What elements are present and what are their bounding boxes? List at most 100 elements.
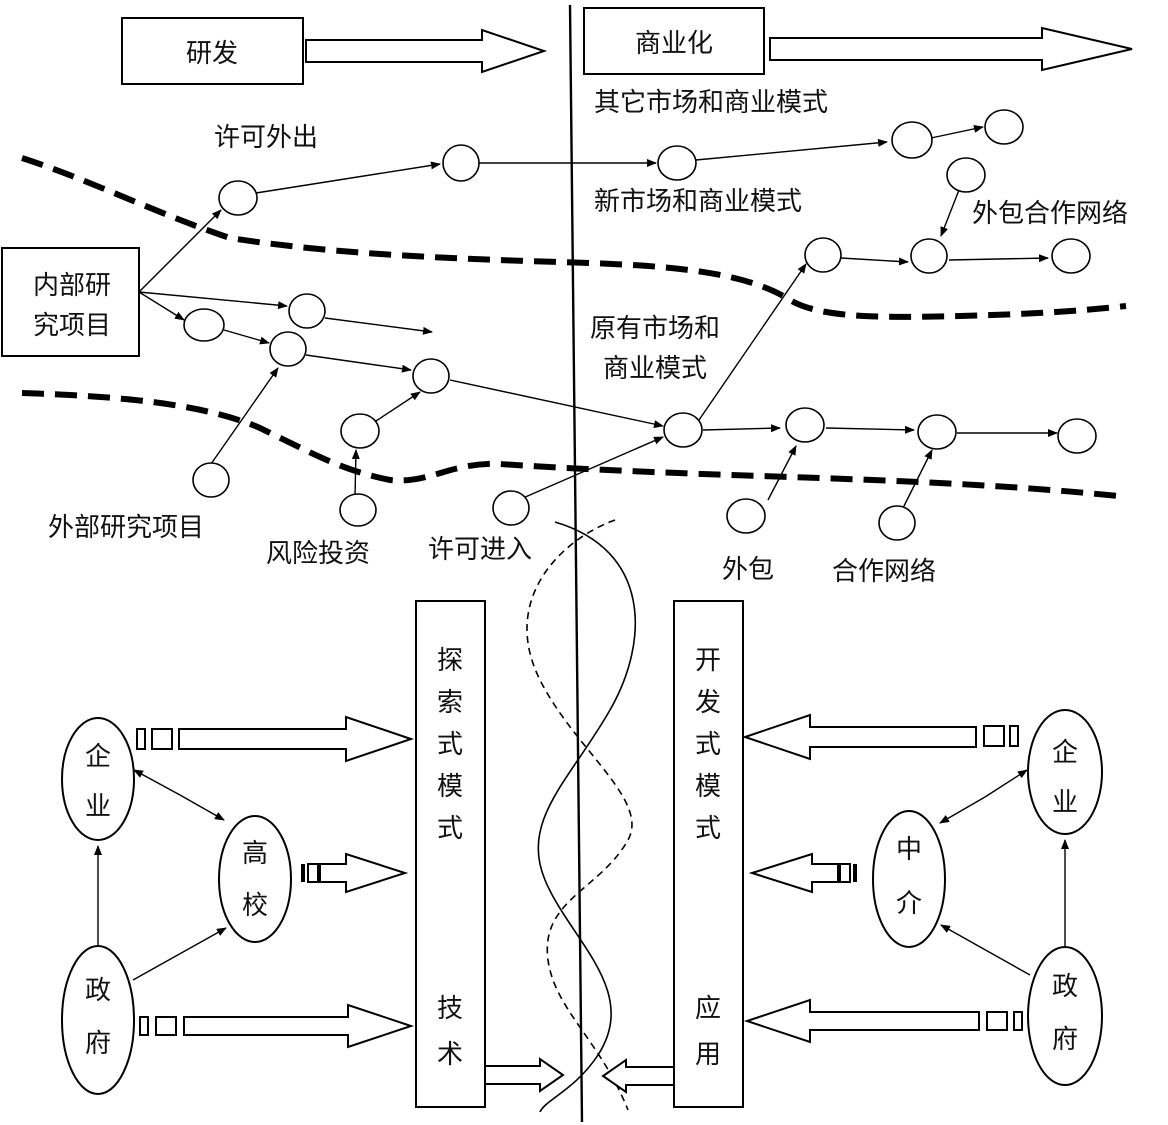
arrow-n3-to-n4 — [305, 354, 412, 373]
internal-project-box — [1, 247, 140, 357]
project-node — [891, 121, 933, 159]
right-government-char: 府 — [1052, 1025, 1078, 1055]
project-node — [726, 498, 766, 534]
arrow-internal-to-n1 — [138, 291, 288, 310]
left-enterprise-ellipse — [61, 717, 135, 841]
university-input-arrow — [319, 852, 409, 894]
exploratory-char: 索 — [437, 688, 463, 718]
research-label: 研发 — [186, 39, 238, 69]
arrow-tail-block — [155, 1016, 177, 1036]
arrow-n1-to-n2 — [825, 425, 915, 434]
right-intermediary-ellipse — [872, 810, 946, 948]
right-relations — [939, 769, 1069, 976]
arrow-tail-block — [139, 1016, 149, 1036]
right-government-ellipse — [1027, 946, 1103, 1086]
arrow-outsourcing-network-in — [940, 189, 960, 237]
internal-project-line1: 内部研 — [33, 271, 111, 301]
government-input-arrow-right — [743, 998, 980, 1044]
project-node — [269, 331, 307, 367]
exploratory-mode-box — [415, 600, 486, 1108]
arrow-tail-block — [839, 863, 851, 883]
technology-curve — [526, 519, 633, 1111]
left-relations — [94, 769, 227, 981]
left-enterprise-char: 企 — [85, 742, 111, 772]
arrow-newmarket-to-other — [695, 138, 888, 161]
arrow-internal-to-n2 — [138, 291, 185, 321]
exploratory-char: 模 — [437, 772, 463, 802]
arrow-n1-end — [324, 317, 433, 335]
arrow-tail-block — [301, 864, 305, 882]
development-char: 发 — [695, 688, 721, 718]
other-markets-label: 其它市场和商业模式 — [594, 88, 828, 118]
project-node — [339, 493, 377, 527]
left-university-char: 校 — [242, 891, 268, 921]
project-node — [910, 238, 948, 274]
arrow-n2-to-n3 — [223, 329, 270, 345]
arrow-n4-to-existing — [449, 379, 664, 429]
research-big-arrow — [305, 28, 548, 74]
license-in-label: 许可进入 — [428, 535, 532, 565]
development-char: 式 — [695, 730, 721, 760]
right-intermediary-char: 中 — [896, 835, 922, 865]
left-government-ellipse — [61, 945, 135, 1095]
enterprise-input-arrow-right — [741, 713, 977, 761]
arrow-tail-block — [136, 728, 146, 750]
project-node — [984, 109, 1024, 145]
exploratory-mode-text: 探 索 式 模 式 技 术 — [437, 646, 463, 1070]
arrow-existing-to-newmarket — [698, 263, 807, 421]
existing-markets-line1: 原有市场和 — [590, 314, 720, 344]
left-government-char: 府 — [85, 1029, 111, 1059]
arrow-internal-to-licenseout — [138, 209, 222, 293]
arrow-tail-block — [986, 1011, 1008, 1031]
project-node — [878, 505, 916, 541]
commercialization-label: 商业化 — [635, 29, 713, 59]
left-enterprise-char: 业 — [85, 792, 111, 822]
exploratory-char: 式 — [437, 730, 463, 760]
right-enterprise-char: 企 — [1052, 738, 1078, 768]
project-node — [492, 490, 530, 526]
arrow-gov-to-intermediary — [940, 924, 1031, 976]
license-out-label: 许可外出 — [214, 123, 318, 153]
exploratory-char: 探 — [437, 646, 463, 676]
enterprise-input-arrow — [178, 715, 415, 763]
development-char: 模 — [695, 772, 721, 802]
right-input-arrows — [741, 713, 1023, 1044]
arrow-to-enterprise-right — [984, 769, 1028, 798]
commercialization-box — [583, 7, 765, 75]
development-mode-box — [673, 600, 744, 1108]
right-enterprise-ellipse — [1027, 709, 1103, 835]
project-node — [917, 414, 957, 450]
center-divider-line — [568, 4, 584, 1123]
commercialization-big-arrow — [769, 26, 1133, 72]
application-char: 应 — [695, 994, 721, 1024]
application-char: 用 — [695, 1040, 721, 1070]
development-char: 式 — [695, 814, 721, 844]
cooperation-network-label: 合作网络 — [832, 557, 936, 587]
arrow-licensein-to-existing — [522, 436, 664, 499]
technology-char: 技 — [437, 994, 463, 1024]
project-node — [183, 308, 225, 342]
government-input-arrow — [183, 1003, 415, 1049]
project-node — [442, 144, 480, 182]
project-node — [785, 407, 825, 443]
arrow-up-n1-to-n2 — [840, 257, 909, 266]
external-project-label: 外部研究项目 — [48, 513, 204, 543]
project-node — [218, 180, 258, 216]
flow-arrows — [138, 124, 1058, 509]
arrow-to-intermediary — [939, 796, 986, 824]
arrow-to-enterprise — [133, 769, 181, 796]
existing-markets-line2: 商业模式 — [603, 354, 707, 384]
upper-funnel-boundary — [21, 155, 1127, 320]
development-char: 开 — [695, 646, 721, 676]
arrow-cooperation-in — [902, 449, 933, 509]
venture-capital-label: 风险投资 — [266, 539, 370, 569]
arrow-other-end — [930, 124, 984, 139]
project-node — [340, 413, 380, 449]
outsourcing-label: 外包 — [722, 555, 774, 585]
project-nodes — [183, 109, 1097, 541]
arrow-tail-block — [151, 728, 173, 750]
application-curve — [537, 521, 637, 1113]
project-node — [946, 157, 986, 193]
right-intermediary-char: 介 — [896, 889, 922, 919]
